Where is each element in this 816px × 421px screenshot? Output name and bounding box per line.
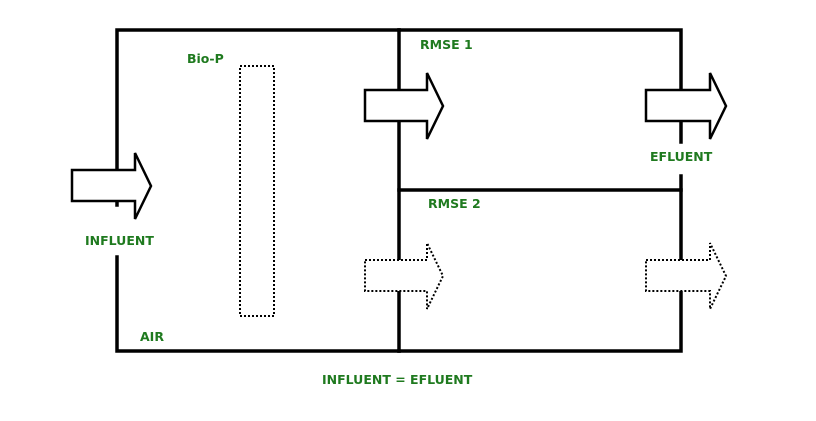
rmse1-inlet-arrow-icon bbox=[363, 72, 445, 140]
air-label: AIR bbox=[140, 329, 164, 344]
bio-p-label: Bio-P bbox=[187, 51, 224, 66]
influent-label: INFLUENT bbox=[85, 233, 154, 248]
bio-p-tank-outline bbox=[115, 28, 401, 353]
rmse2-label: RMSE 2 bbox=[428, 196, 481, 211]
efluent-label: EFLUENT bbox=[650, 149, 713, 164]
rmse1-outlet-arrow-icon bbox=[644, 72, 728, 140]
rmse2-inlet-arrow-dotted-icon bbox=[364, 242, 445, 310]
bio-p-membrane-dotted bbox=[239, 65, 275, 317]
mass-balance-equation: INFLUENT = EFLUENT bbox=[322, 372, 473, 387]
rmse2-outlet-arrow-dotted-icon bbox=[645, 242, 728, 310]
rmse1-label: RMSE 1 bbox=[420, 37, 473, 52]
influent-arrow-icon bbox=[70, 152, 153, 220]
